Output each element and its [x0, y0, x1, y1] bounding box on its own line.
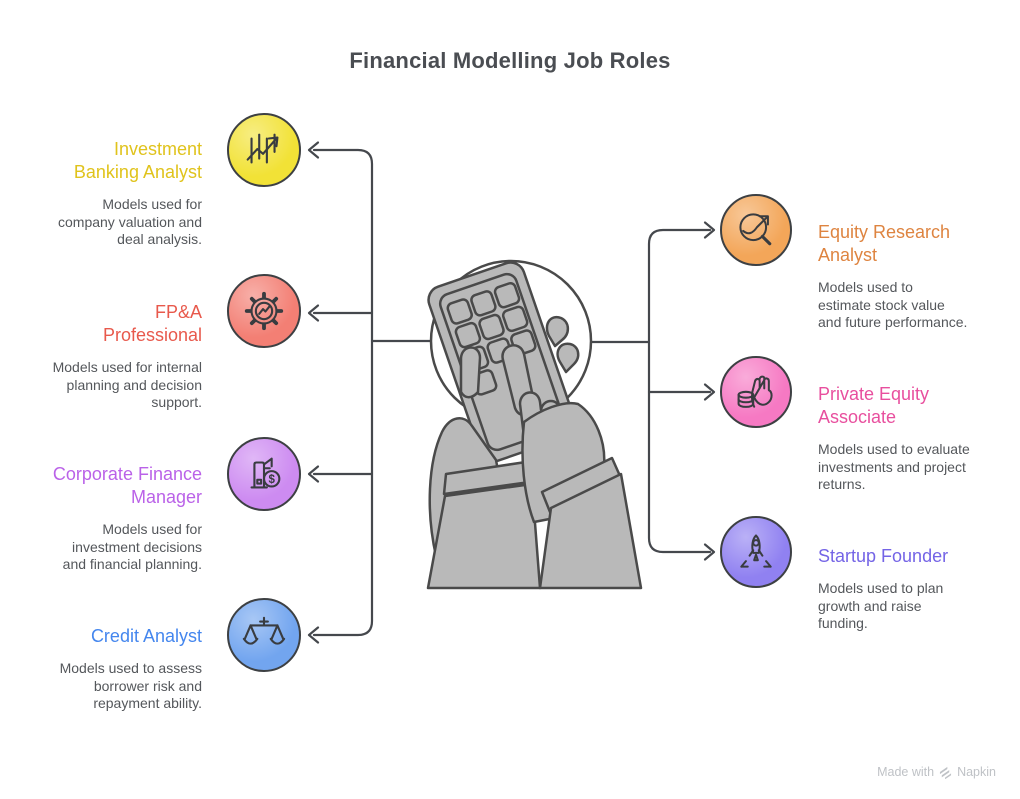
role-investment-banking-analyst: Investment Banking Analyst Models used f…	[27, 138, 202, 249]
role-description: Models used to estimate stock value and …	[818, 279, 968, 330]
right-hand	[501, 315, 643, 590]
fpa-icon-circle	[227, 274, 301, 348]
role-equity-research-analyst: Equity Research Analyst Models used to e…	[818, 221, 998, 332]
candlestick-chart-icon	[246, 133, 279, 164]
gear-analytics-icon	[244, 291, 284, 331]
svg-text:$: $	[268, 474, 275, 486]
role-description: Models used for investment decisions and…	[62, 521, 202, 572]
brand-label: Napkin	[957, 765, 996, 779]
arrowhead-left-4	[307, 626, 320, 644]
investment-banking-icon-circle	[227, 113, 301, 187]
arrowhead-left-3	[307, 465, 320, 483]
made-with-label: Made with	[877, 765, 935, 779]
role-description: Models used for internal planning and de…	[52, 359, 202, 410]
role-title: Startup Founder	[818, 546, 949, 566]
role-title: FP&A Professional	[102, 302, 202, 345]
role-description: Models used to assess borrower risk and …	[59, 660, 202, 711]
role-title: Private Equity Associate	[818, 384, 930, 427]
role-credit-analyst: Credit Analyst Models used to assess bor…	[27, 625, 202, 713]
credit-analyst-icon-circle	[227, 598, 301, 672]
rocket-launch-icon	[740, 534, 772, 568]
arrowhead-right-1	[703, 221, 716, 239]
private-equity-icon-circle	[720, 356, 792, 428]
balance-scale-icon	[242, 616, 286, 645]
magnifier-trend-icon	[739, 213, 772, 246]
corporate-finance-icon-circle: $	[227, 437, 301, 511]
arrowhead-left-1	[307, 141, 320, 159]
role-description: Models used to plan growth and raise fun…	[818, 580, 944, 631]
hand-coins-icon	[737, 375, 773, 408]
role-corporate-finance-manager: Corporate Finance Manager Models used fo…	[27, 463, 202, 574]
role-title: Credit Analyst	[90, 626, 202, 646]
role-private-equity-associate: Private Equity Associate Models used to …	[818, 383, 998, 494]
napkin-attribution: Made with Napkin	[877, 765, 996, 779]
building-dollar-icon: $	[250, 457, 281, 489]
napkin-logo-icon	[940, 766, 952, 779]
role-startup-founder: Startup Founder Models used to plan grow…	[818, 545, 998, 633]
arrowhead-right-2	[703, 383, 716, 401]
connector-lines	[307, 141, 716, 644]
role-description: Models used for company valuation and de…	[58, 196, 202, 247]
page-title: Financial Modelling Job Roles	[349, 48, 671, 73]
role-description: Models used to evaluate investments and …	[818, 441, 970, 492]
equity-research-icon-circle	[720, 194, 792, 266]
hands-calculator-illustration	[426, 259, 643, 590]
role-fpa-professional: FP&A Professional Models used for intern…	[27, 301, 202, 412]
role-title: Investment Banking Analyst	[73, 139, 202, 182]
arrowhead-left-2	[307, 304, 320, 322]
startup-founder-icon-circle	[720, 516, 792, 588]
role-title: Equity Research Analyst	[818, 222, 951, 265]
arrowhead-right-3	[703, 543, 716, 561]
role-title: Corporate Finance Manager	[52, 464, 202, 507]
